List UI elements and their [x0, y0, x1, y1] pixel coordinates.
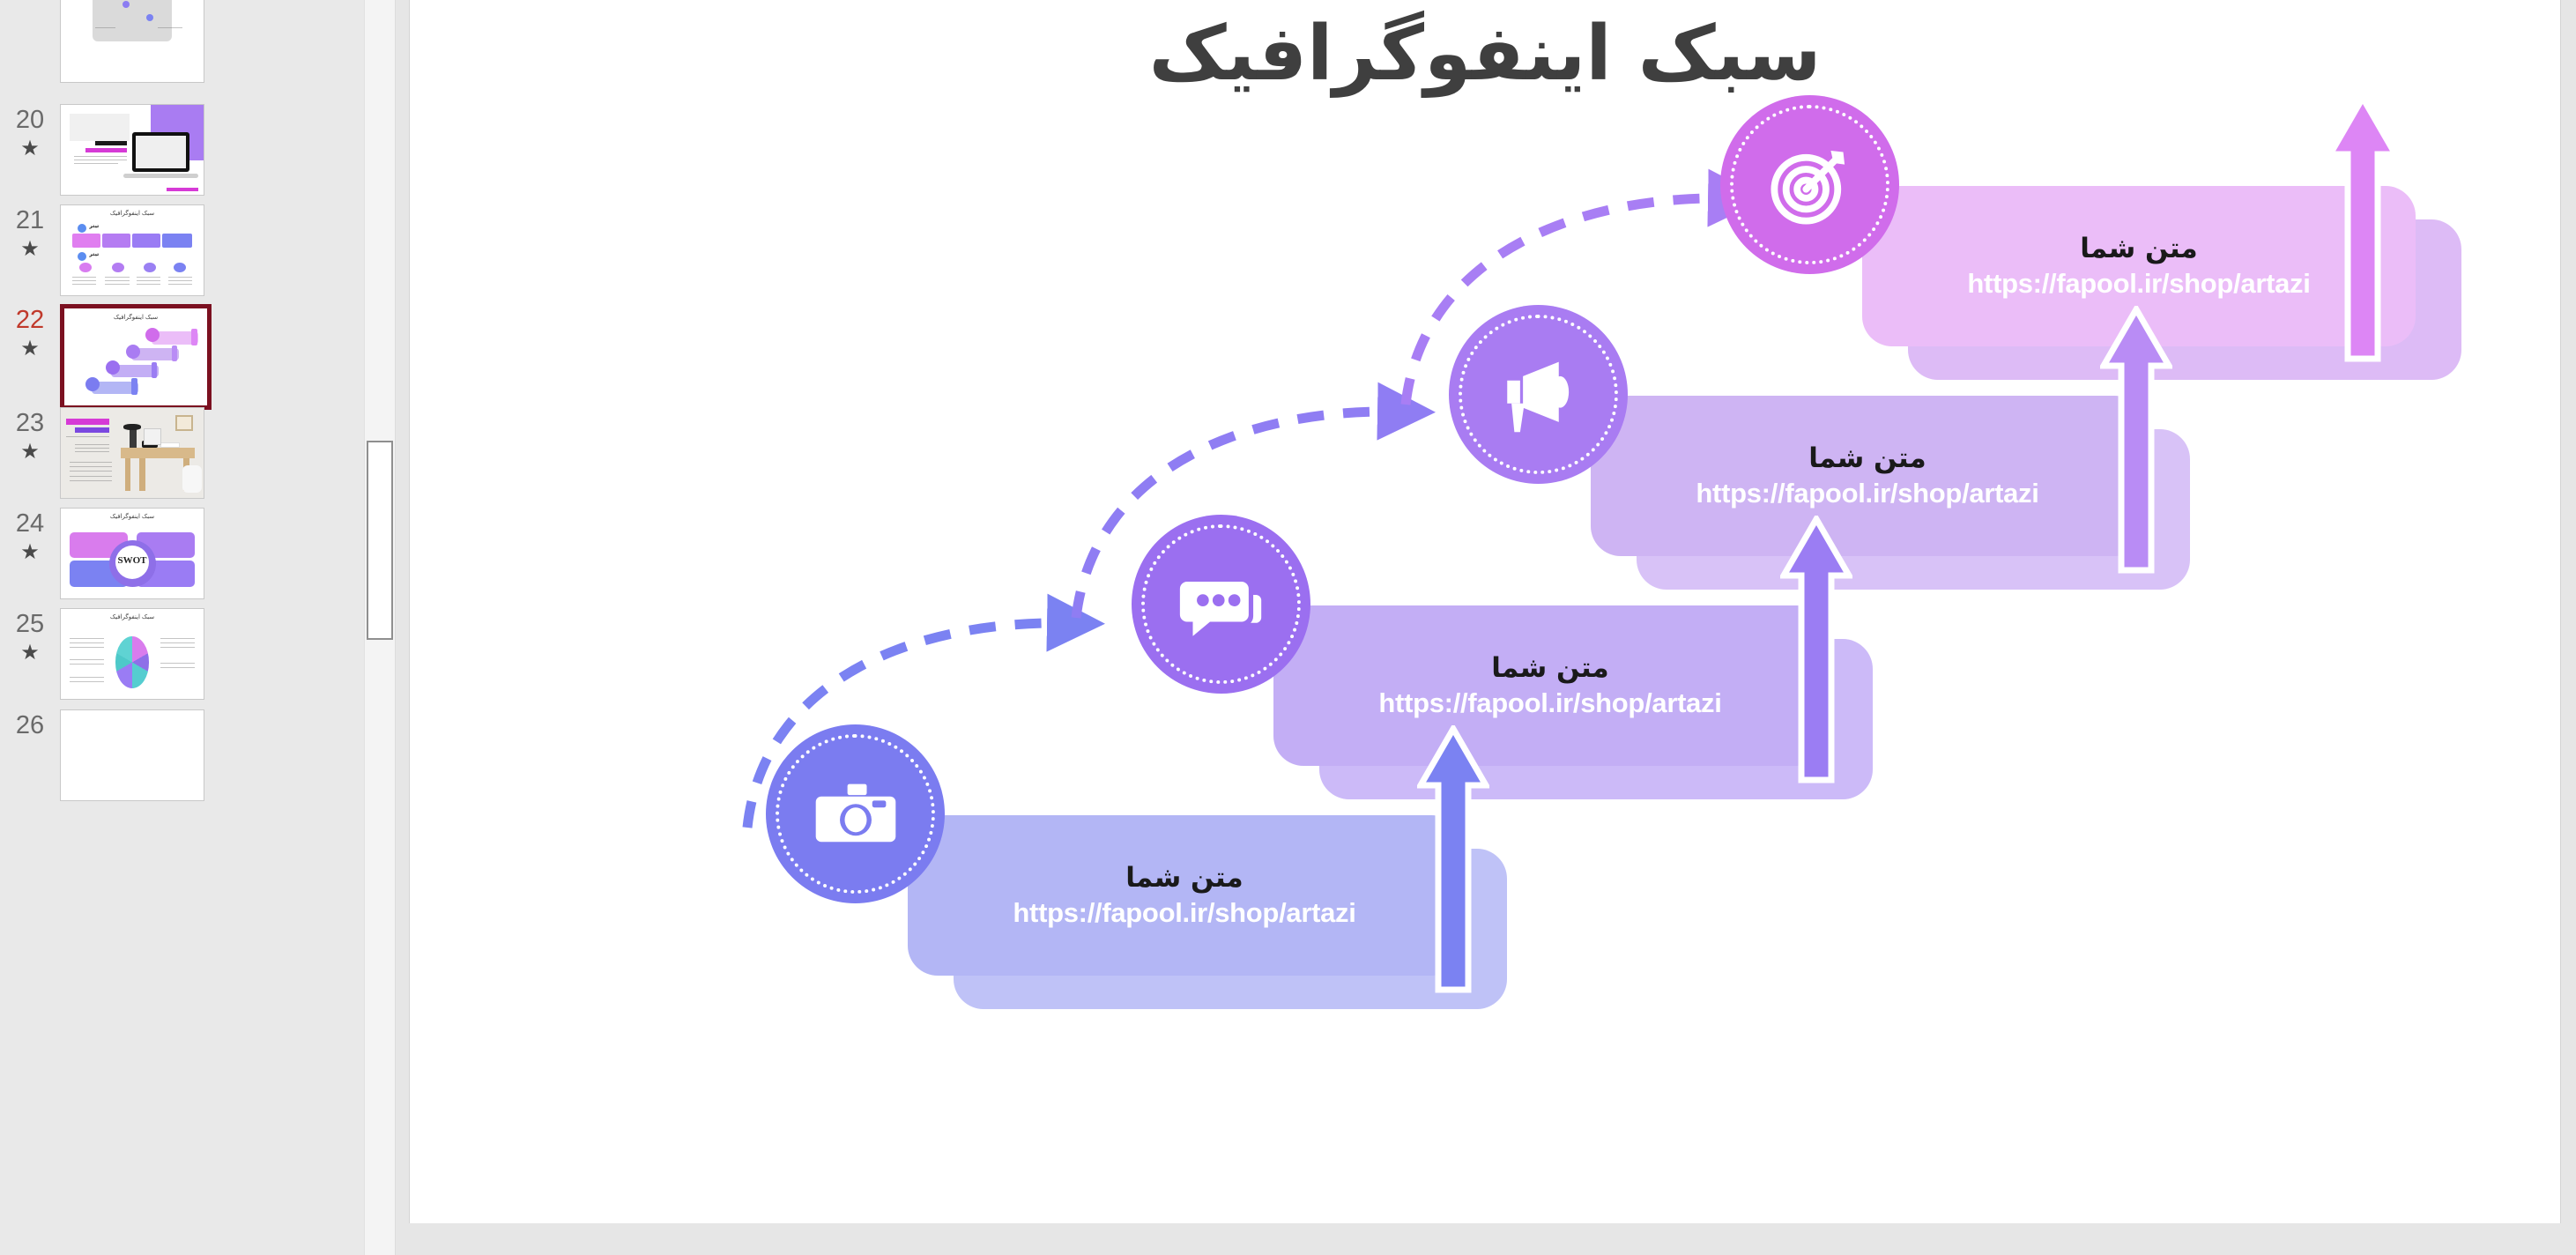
- current-slide[interactable]: سبک اینفوگرافیک: [409, 0, 2561, 1225]
- step-4-box[interactable]: متن شما https://fapool.ir/shop/artazi: [1862, 186, 2416, 346]
- step-1-heading: متن شما: [1125, 862, 1243, 894]
- thumbnail-meta: 22 ★: [0, 304, 60, 360]
- mini-title: سبک اینفوگرافیک: [113, 314, 159, 321]
- thumbnail-meta: 20 ★: [0, 104, 60, 160]
- thumbnail-meta: 19 ★: [0, 0, 60, 1]
- thumbnail-image[interactable]: سبک اینفوگرافیک SWOT: [60, 508, 204, 599]
- slide-number: 24: [15, 509, 45, 538]
- mini-slide-23: [61, 408, 204, 498]
- thumbnail-image[interactable]: [60, 0, 204, 83]
- slide-thumbnail-26[interactable]: 26: [0, 709, 364, 801]
- mini-slide-21: سبک اینفوگرافیک تیتر تیتر: [61, 205, 204, 295]
- slide-number: 22: [15, 306, 45, 334]
- step-2-box[interactable]: متن شما https://fapool.ir/shop/artazi: [1273, 605, 1827, 766]
- mini-slide-26: [61, 710, 204, 800]
- slide-thumbnail-25[interactable]: 25 ★ سبک اینفوگرافیک: [0, 608, 364, 700]
- thumbnail-meta: 26: [0, 709, 60, 744]
- step-4-up-arrow-icon: [2324, 92, 2402, 368]
- mini-slide-24: سبک اینفوگرافیک SWOT: [61, 509, 204, 598]
- slide-thumbnail-21[interactable]: 21 ★ سبک اینفوگرافیک تیتر تیتر: [0, 204, 364, 296]
- swot-label: SWOT: [117, 555, 147, 567]
- step-1-url: https://fapool.ir/shop/artazi: [1013, 897, 1356, 928]
- step-2-url: https://fapool.ir/shop/artazi: [1378, 687, 1722, 718]
- mini-slide-25: سبک اینفوگرافیک: [61, 609, 204, 699]
- star-icon: ★: [20, 237, 40, 261]
- slide-thumbnail-23[interactable]: 23 ★: [0, 407, 364, 499]
- mini-slide-22: سبک اینفوگرافیک: [64, 308, 207, 405]
- star-icon: ★: [20, 137, 40, 160]
- thumbnail-meta: 21 ★: [0, 204, 60, 260]
- target-icon: [1770, 150, 1845, 225]
- step-4-url: https://fapool.ir/shop/artazi: [1967, 268, 2311, 299]
- thumbnail-scrollbar-thumb[interactable]: [367, 441, 393, 640]
- slide-number: 21: [15, 206, 45, 234]
- mini-title: سبک اینفوگرافیک: [109, 614, 155, 621]
- slide-number: 23: [15, 409, 45, 437]
- step-3-box[interactable]: متن شما https://fapool.ir/shop/artazi: [1591, 396, 2144, 556]
- step-3-url: https://fapool.ir/shop/artazi: [1696, 478, 2039, 509]
- star-icon: ★: [20, 540, 40, 564]
- star-icon: ★: [20, 440, 40, 464]
- step-1-up-arrow-icon: [1414, 723, 1492, 999]
- slide-thumbnail-22[interactable]: 22 ★ سبک اینفوگرافیک: [0, 304, 364, 410]
- slide-thumbnail-20[interactable]: 20 ★: [0, 104, 364, 196]
- slide-thumbnail-pane[interactable]: 19 ★ 20 ★: [0, 0, 364, 1255]
- step-3-icon-badge[interactable]: [1449, 305, 1628, 484]
- mini-slide-19: [61, 0, 204, 82]
- step-2-heading: متن شما: [1491, 652, 1609, 684]
- thumbnail-image-selected[interactable]: سبک اینفوگرافیک: [60, 304, 212, 410]
- slide-title: سبک اینفوگرافیک: [1148, 10, 1823, 98]
- status-bar-strip: [396, 1223, 2576, 1255]
- megaphone-icon: [1506, 361, 1569, 432]
- thumbnail-meta: 25 ★: [0, 608, 60, 664]
- star-icon: ★: [20, 641, 40, 665]
- slide-number: 26: [15, 711, 45, 739]
- thumbnail-meta: 24 ★: [0, 508, 60, 563]
- thumbnail-meta: 23 ★: [0, 407, 60, 463]
- step-3-up-arrow-icon: [2097, 303, 2175, 579]
- chat-bubbles-icon: [1179, 581, 1265, 636]
- slide-thumbnail-24[interactable]: 24 ★ سبک اینفوگرافیک SWOT: [0, 508, 364, 599]
- mini-title: سبک اینفوگرافیک: [109, 211, 155, 218]
- slide-thumbnail-19[interactable]: 19 ★: [0, 0, 364, 83]
- thumbnail-image[interactable]: سبک اینفوگرافیک: [60, 608, 204, 700]
- step-3-heading: متن شما: [1808, 442, 1926, 474]
- thumbnail-scrollbar-track[interactable]: [364, 0, 396, 1255]
- slide-editing-area[interactable]: سبک اینفوگرافیک: [396, 0, 2576, 1255]
- slide-number: 25: [15, 610, 45, 638]
- thumbnail-image[interactable]: [60, 407, 204, 499]
- star-icon: ★: [0, 0, 60, 1]
- thumbnail-image[interactable]: [60, 104, 204, 196]
- mini-label-1: تیتر: [89, 224, 100, 230]
- step-1-icon-badge[interactable]: [766, 724, 945, 903]
- step-2-icon-badge[interactable]: [1132, 515, 1310, 694]
- step-4-icon-badge[interactable]: [1720, 95, 1899, 274]
- step-1-box[interactable]: متن شما https://fapool.ir/shop/artazi: [908, 815, 1461, 976]
- slide-number: 20: [15, 106, 45, 134]
- mini-slide-20: [61, 105, 204, 195]
- camera-icon: [815, 783, 895, 842]
- step-2-up-arrow-icon: [1778, 513, 1855, 789]
- thumbnail-image[interactable]: [60, 709, 204, 801]
- mini-title: سبک اینفوگرافیک: [109, 514, 155, 521]
- step-4-heading: متن شما: [2080, 233, 2198, 264]
- mini-label-2: تیتر: [89, 252, 100, 258]
- star-icon: ★: [20, 337, 40, 360]
- thumbnail-image[interactable]: سبک اینفوگرافیک تیتر تیتر: [60, 204, 204, 296]
